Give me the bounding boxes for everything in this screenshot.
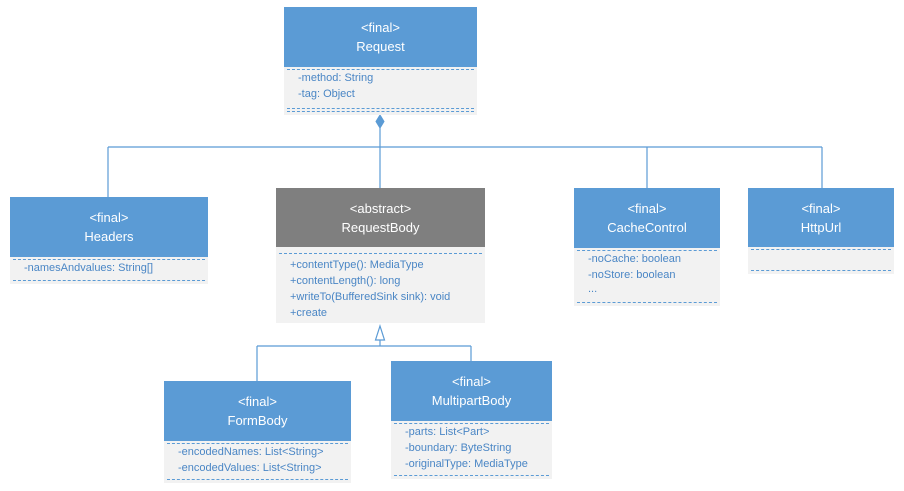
class-header: <final> Request <box>284 7 477 67</box>
attribute: -namesAndvalues: String[] <box>24 262 154 274</box>
class-header: <final> CacheControl <box>574 188 720 248</box>
class-formbody[interactable]: <final> FormBody -encodedNames: List<Str… <box>164 381 351 483</box>
class-name: CacheControl <box>607 220 687 235</box>
method: +contentLength(): long <box>290 275 401 287</box>
composition-diamond <box>375 114 385 129</box>
attribute: -tag: Object <box>298 88 355 100</box>
class-name: MultipartBody <box>431 393 512 408</box>
class-header: <final> FormBody <box>164 381 351 441</box>
attribute: ... <box>588 283 598 295</box>
class-multipartbody[interactable]: <final> MultipartBody -parts: List<Part>… <box>391 361 552 479</box>
stereotype-label: <final> <box>237 394 278 409</box>
class-name: FormBody <box>227 413 288 428</box>
stereotype-label: <final> <box>801 200 841 216</box>
attributes-compartment: -encodedNames: List<String> -encodedValu… <box>164 441 351 483</box>
stereotype-label: <final> <box>360 20 401 35</box>
stereotype-label: <final> <box>451 374 492 389</box>
attributes-compartment: -parts: List<Part> -boundary: ByteString… <box>391 421 552 479</box>
methods-compartment: +contentType(): MediaType +contentLength… <box>276 247 485 323</box>
attribute: -boundary: ByteString <box>405 442 512 454</box>
class-headers[interactable]: <final> Headers -namesAndvalues: String[… <box>10 197 208 284</box>
class-cachecontrol[interactable]: <final> CacheControl -noCache: boolean -… <box>574 188 720 306</box>
class-header: <final> HttpUrl <box>748 188 894 247</box>
class-name: HttpUrl <box>800 219 842 235</box>
class-httpurl[interactable]: <final> HttpUrl <box>748 188 894 274</box>
class-name: RequestBody <box>341 219 420 235</box>
attribute: -parts: List<Part> <box>405 426 490 438</box>
inheritance-arrowhead <box>374 324 386 341</box>
attributes-compartment: -namesAndvalues: String[] <box>10 257 208 284</box>
attribute: -noCache: boolean <box>588 253 681 265</box>
class-requestbody[interactable]: <abstract> RequestBody +contentType(): M… <box>276 188 485 323</box>
class-header: <abstract> RequestBody <box>276 188 485 247</box>
attribute: -noStore: boolean <box>588 269 676 281</box>
attributes-compartment: -noCache: boolean -noStore: boolean ... <box>574 248 720 306</box>
attribute: -originalType: MediaType <box>405 458 528 470</box>
class-name: Request <box>356 39 405 54</box>
class-name: Headers <box>84 229 134 244</box>
method: +writeTo(BufferedSink sink): void <box>290 291 451 303</box>
attribute: -method: String <box>298 72 374 84</box>
class-header: <final> Headers <box>10 197 208 257</box>
stereotype-label: <final> <box>89 210 129 225</box>
method: +create <box>290 307 327 319</box>
class-request[interactable]: <final> Request -method: String -tag: Ob… <box>284 7 477 115</box>
attribute: -encodedNames: List<String> <box>178 446 324 458</box>
attributes-compartment: -method: String -tag: Object <box>284 67 477 115</box>
stereotype-label: <final> <box>627 201 667 216</box>
stereotype-label: <abstract> <box>349 200 412 216</box>
class-header: <final> MultipartBody <box>391 361 552 421</box>
attribute: -encodedValues: List<String> <box>178 462 322 474</box>
method: +contentType(): MediaType <box>290 259 424 271</box>
attributes-compartment <box>748 247 894 274</box>
